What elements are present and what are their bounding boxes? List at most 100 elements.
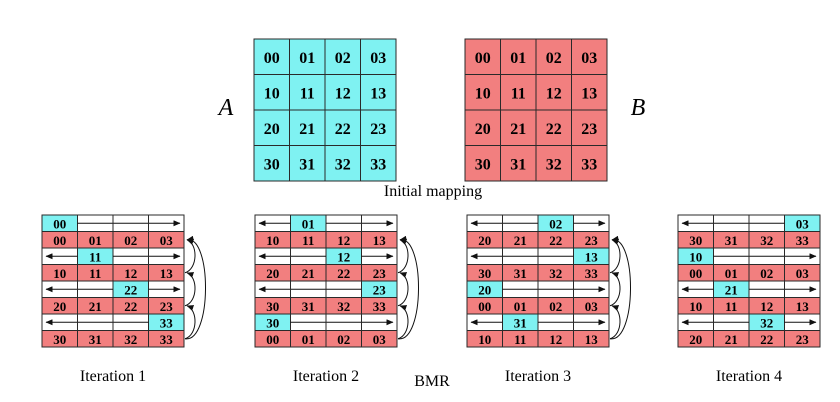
initial-mapping-caption: Initial mapping [384,183,482,200]
b-element-label: 21 [89,299,102,314]
a-element-label: 12 [337,249,350,264]
bmr-label: BMR [414,373,450,390]
b-element-label: 32 [760,233,773,248]
matrix-a-cell-label: 21 [299,121,315,138]
b-element-label: 10 [53,266,66,281]
matrix-b-cell [571,145,608,182]
b-element-label: 30 [478,266,491,281]
wrap-around-arrow [184,235,206,340]
matrix-b-cell [500,38,537,75]
b-element-label: 13 [796,299,810,314]
b-element-label: 10 [478,332,491,347]
b-element-label: 00 [266,332,279,347]
matrix-a-cell [289,74,326,111]
b-element-label: 22 [124,299,137,314]
b-element-label: 02 [760,266,773,281]
b-element-label: 20 [689,332,702,347]
b-element-label: 30 [689,233,702,248]
matrix-a-cell [360,38,397,75]
b-element-label: 00 [53,233,66,248]
a-element-label: 22 [124,282,137,297]
shift-up-arrow [184,239,196,274]
b-element-label: 02 [337,332,350,347]
matrix-b-cell-label: 03 [581,50,597,67]
shift-up-arrow [609,239,621,274]
matrix-a-cell-label: 22 [335,121,351,138]
iteration-3-caption: Iteration 3 [505,368,571,385]
b-element-label: 33 [585,266,599,281]
a-element-label: 00 [53,216,66,231]
a-element-label: 01 [302,216,315,231]
b-element-label: 31 [725,233,738,248]
matrix-a-cell [253,145,290,182]
b-element-label: 21 [302,266,315,281]
b-element-label: 33 [160,332,174,347]
b-element-label: 00 [478,299,491,314]
b-element-label: 01 [89,233,102,248]
b-element-label: 11 [725,299,737,314]
matrix-a-cell-label: 20 [264,121,280,138]
b-element-label: 32 [549,266,562,281]
matrix-b-cell-label: 20 [475,121,491,138]
b-element-cell [573,330,610,348]
shift-up-arrow [184,305,196,340]
a-element-label: 21 [725,282,738,297]
b-element-label: 31 [302,299,315,314]
b-element-label: 20 [53,299,66,314]
matrix-b-cell [500,74,537,111]
matrix-b-cell-label: 13 [581,85,597,102]
matrix-b-cell [535,145,572,182]
shift-up-arrow [184,272,196,307]
matrix-b-cell [464,38,501,75]
b-element-label: 32 [124,332,137,347]
b-element-label: 21 [725,332,738,347]
matrix-b-cell-label: 22 [546,121,562,138]
matrix-b-cell-label: 31 [510,156,526,173]
matrix-a-cell-label: 23 [370,121,386,138]
a-element-label: 32 [760,315,773,330]
b-element-label: 10 [266,233,279,248]
b-element-label: 20 [266,266,279,281]
b-element-label: 12 [337,233,350,248]
matrix-b-cell-label: 33 [581,156,597,173]
matrix-a-cell-label: 12 [335,85,351,102]
matrix-b-cell-label: 10 [475,85,491,102]
matrix-b-cell-label: 21 [510,121,526,138]
a-element-label: 33 [160,315,174,330]
matrix-a-cell-label: 10 [264,85,280,102]
b-element-label: 33 [373,299,387,314]
shift-up-arrow [397,239,409,274]
matrix-a-cell [360,145,397,182]
matrix-a-cell-label: 01 [299,50,315,67]
b-element-label: 01 [514,299,527,314]
matrix-a-label: A [217,95,234,121]
matrix-a-cell-label: 13 [370,85,386,102]
matrix-b-cell [535,38,572,75]
b-element-label: 02 [549,299,562,314]
b-element-label: 23 [160,299,174,314]
shift-up-arrow [397,272,409,307]
b-element-label: 12 [124,266,137,281]
matrix-b-cell-label: 12 [546,85,562,102]
b-element-label: 03 [796,266,810,281]
wrap-around-arrow [397,235,419,340]
b-element-label: 31 [514,266,527,281]
a-element-label: 13 [585,249,599,264]
matrix-b-cell [535,109,572,146]
b-element-label: 10 [689,299,702,314]
iteration-4-caption: Iteration 4 [716,368,782,385]
matrix-b-cell [535,74,572,111]
b-element-label: 11 [302,233,314,248]
matrix-b-cell-label: 32 [546,156,562,173]
matrix-a-cell-label: 30 [264,156,280,173]
a-element-label: 03 [796,216,810,231]
matrix-a-cell-label: 02 [335,50,351,67]
matrix-a-cell [253,38,290,75]
b-element-label: 11 [89,266,101,281]
matrix-b-cell-label: 02 [546,50,562,67]
b-element-label: 22 [337,266,350,281]
matrix-a-cell [289,38,326,75]
